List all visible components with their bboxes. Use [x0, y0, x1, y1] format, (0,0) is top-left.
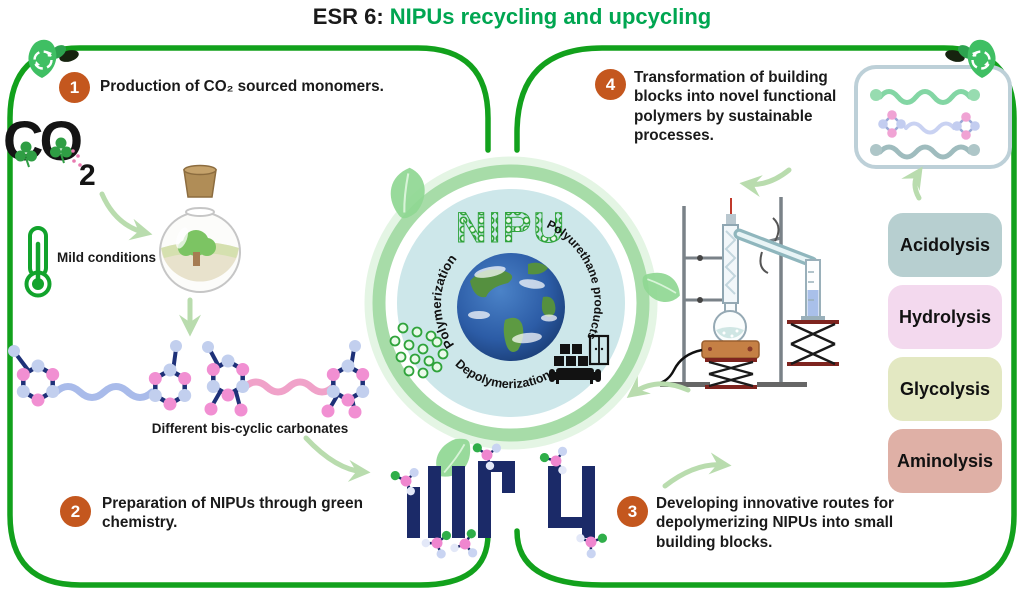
arrow-step4-to-lab	[739, 167, 792, 197]
monomer-dots-cluster	[389, 322, 449, 379]
depolymerization-routes: Acidolysis Hydrolysis Glycolysis Aminoly…	[888, 213, 1002, 501]
route-hydrolysis: Hydrolysis	[888, 285, 1002, 349]
mild-conditions-label: Mild conditions	[57, 250, 156, 265]
polyurethane-product-icons	[549, 334, 610, 384]
center-nipu-title: NIPU	[456, 204, 567, 252]
route-glycolysis: Glycolysis	[888, 357, 1002, 421]
step-2-badge: 2	[60, 496, 91, 527]
step-1-badge: 1	[59, 72, 90, 103]
step-4-badge: 4	[595, 69, 626, 100]
condenser	[733, 217, 818, 274]
central-cycle: NIPU Polymerization Polyurethane product…	[364, 156, 685, 481]
blue-chain	[52, 383, 156, 401]
co2-art: CO 2	[3, 109, 96, 192]
arrow-monomers-to-step2	[303, 435, 371, 482]
flow-arrows	[99, 166, 923, 489]
arrow-co2-to-flask	[99, 191, 153, 241]
flask-icon	[159, 164, 241, 293]
earth-illustration	[457, 253, 565, 361]
panel-borders	[7, 45, 1017, 588]
thermometer-icon	[24, 226, 52, 298]
wardrobe-icon	[588, 334, 610, 366]
title-highlight: NIPUs recycling and upcycling	[389, 4, 712, 29]
title-prefix: ESR 6:	[312, 4, 384, 29]
clover-icon	[15, 137, 82, 168]
nipu-block-letters	[388, 439, 610, 563]
arrow-nipu-to-step3	[662, 452, 732, 489]
co2-subscript: 2	[79, 159, 96, 192]
right-panel-border	[514, 45, 1017, 588]
biscyclic-carbonates	[8, 340, 369, 419]
lab-jack-left	[705, 358, 757, 389]
step-3-text: Developing innovative routes for depolym…	[656, 495, 894, 551]
route-aminolysis: Aminolysis	[888, 429, 1002, 493]
step-2-text: Preparation of NIPUs through green chemi…	[102, 495, 363, 532]
carbonates-caption: Different bis-cyclic carbonates	[151, 421, 349, 436]
page-title: ESR 6:NIPUs recycling and upcycling	[0, 4, 1024, 30]
pink-chain	[241, 378, 337, 396]
lab-setup	[655, 197, 839, 389]
novel-polymers-box	[854, 65, 1012, 169]
left-panel-border	[7, 45, 491, 588]
route-acidolysis: Acidolysis	[888, 213, 1002, 277]
step-3-badge: 3	[617, 496, 648, 527]
step-4-text: Transformation of building blocks into n…	[634, 69, 837, 145]
sofa-icon	[549, 368, 601, 384]
arrow-lab-to-cycle	[626, 375, 691, 398]
step-1-text: Production of CO₂ sourced monomers.	[100, 78, 384, 95]
arrow-routes-to-box	[901, 166, 923, 201]
lab-jack-right	[787, 320, 839, 366]
co2-letters: CO	[3, 109, 81, 172]
